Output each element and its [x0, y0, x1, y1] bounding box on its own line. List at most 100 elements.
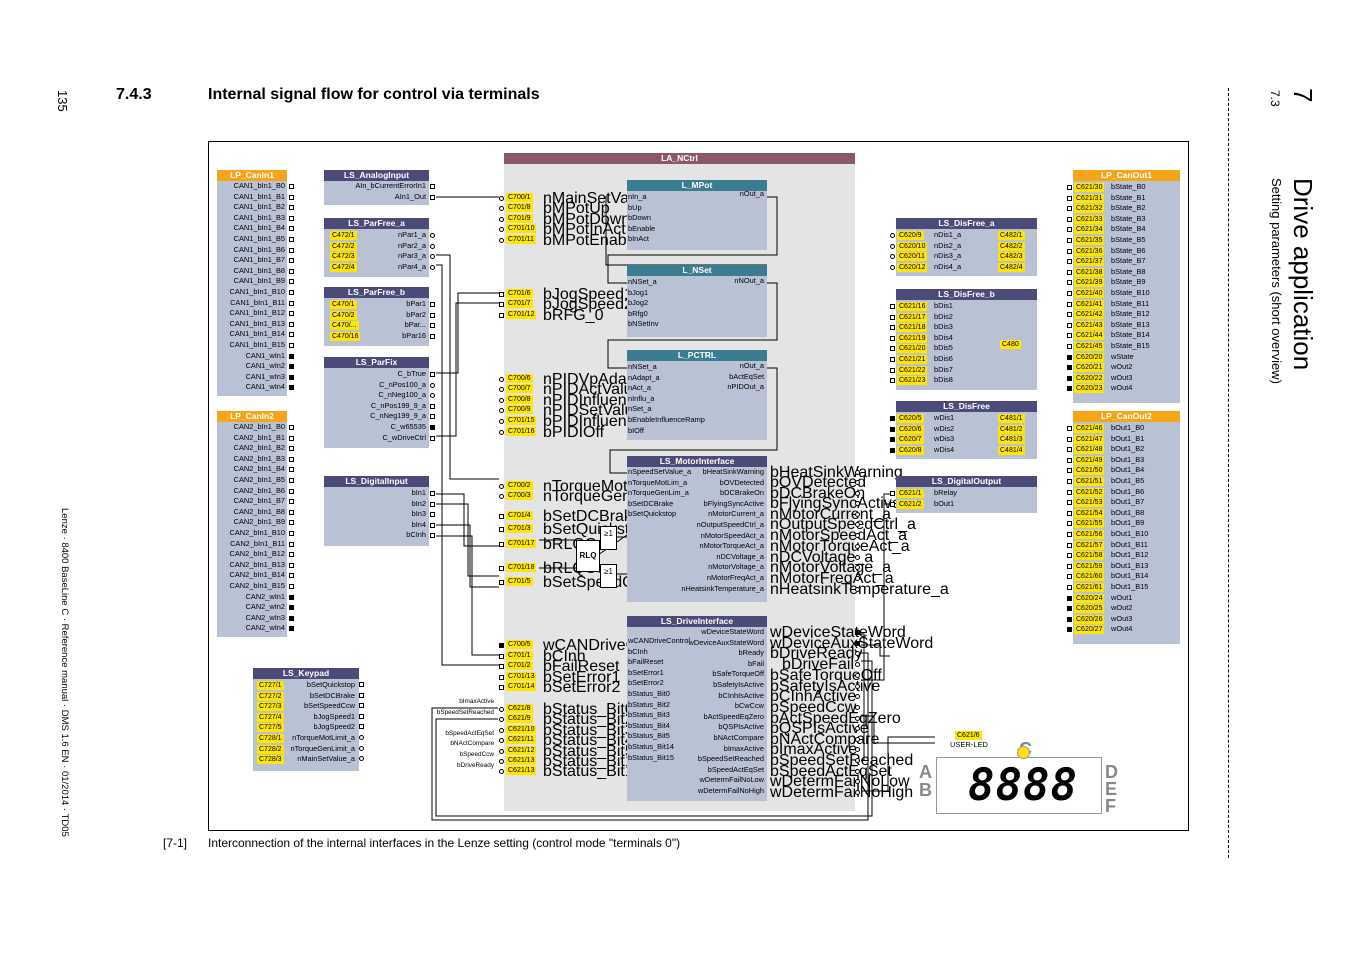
lp_canin2-row: CAN2_bIn1_B7	[233, 496, 285, 506]
ls_disfree_b-pin	[890, 325, 895, 331]
lp_canout1-code: C621/35	[1074, 236, 1105, 245]
ls-parfix-pin	[430, 435, 435, 441]
ls_disfree_b-row: bDis4	[934, 332, 953, 342]
wire-bin2	[436, 503, 499, 577]
la-input-code: C700/2	[506, 481, 533, 490]
ls_disfree_a-pin	[890, 243, 895, 249]
lp_canout2-row: bOut1_B9	[1111, 518, 1145, 528]
ls-keypad-code: C728/2	[257, 744, 284, 754]
ls_disfree_a-code: C620/9	[897, 231, 924, 240]
la-output-pin	[855, 779, 860, 784]
lp_canin2-pin	[289, 509, 294, 515]
lp_canin2-row: CAN2_bIn1_B10	[229, 528, 285, 537]
ls_parfree_b-pin	[430, 302, 435, 307]
ls_driveinterface-out: wDeviceStateWord	[701, 627, 764, 636]
ls_disfree-code: C620/5	[897, 414, 924, 423]
ls-parfix-pin	[430, 414, 435, 420]
lp_canout1-pin	[1067, 206, 1072, 212]
ls-disfree-b-title: LS_DisFree_b	[896, 289, 1037, 300]
la-input-pin	[499, 769, 504, 774]
lp_canout1-pin	[1067, 344, 1072, 349]
ls_driveinterface-out: bSafetyIsActive	[713, 680, 764, 689]
ls_driveinterface-out: bQSPIsActive	[718, 722, 764, 732]
l_pctrl-out: nOut_a	[739, 361, 764, 370]
lp_canout2-row: wOut2	[1111, 603, 1133, 613]
diagram-frame	[208, 141, 1189, 831]
ls_motorinterface-out: bHeatSinkWarning	[702, 467, 764, 476]
ls_digitaloutput-code: C621/2	[897, 499, 924, 509]
la-input-pin	[499, 196, 504, 201]
l_pctrl-in: nAdapt_a	[628, 372, 660, 382]
la-input-name: bRFG_0	[543, 307, 604, 324]
ls-analoginput-row: AIn1_Out	[394, 191, 426, 201]
lp_canin2-row: CAN2_wIn3	[245, 612, 285, 622]
la-output-pin	[855, 758, 860, 763]
lp_canin2-pin	[289, 478, 294, 483]
ls_parfree_a-code: C472/4	[330, 262, 357, 272]
lp_canout1-row: bState_B2	[1111, 203, 1146, 213]
ls_motorinterface-in: nTorqueMotLim_a	[628, 477, 688, 487]
lp_canin2-pin	[289, 541, 294, 547]
la-input-pin	[499, 494, 504, 499]
l_pctrl-out: nPIDOut_a	[727, 382, 764, 392]
lp_canin1-row: CAN1_bIn1_B6	[233, 244, 285, 254]
la-output-bottom: wDetermFailNoHigh	[770, 784, 914, 801]
la-input-pin	[499, 759, 504, 764]
lp_canin2-row: CAN2_bIn1_B5	[233, 475, 285, 484]
la-input-code: C700/9	[506, 405, 533, 414]
ls_parfree_b-code: C470/1	[330, 300, 357, 309]
ls_parfree_b-row: bPar1	[406, 299, 426, 308]
ls_parfree_a-row: nPar4_a	[398, 261, 426, 271]
lp_canin1-pin	[289, 184, 294, 189]
la-input-name: bStatus_Bit15	[543, 763, 643, 780]
lp_canout1-pin	[1067, 238, 1072, 243]
la-feedback-label: bNActCompare	[450, 740, 494, 747]
ls-keypad-title: LS_Keypad	[253, 668, 359, 679]
ls-keypad-pin	[359, 756, 364, 762]
ls_driveinterface-out: bCInhIsActive	[718, 690, 764, 700]
lp_canin1-row: CAN1_bIn1_B5	[233, 234, 285, 243]
lp_canin1-row: CAN1_bIn1_B7	[233, 255, 285, 265]
ls-keypad-pin	[359, 745, 364, 751]
lp-canin1-title: LP_CanIn1	[217, 170, 287, 181]
ls_disfree_a-code: C620/12	[897, 262, 928, 272]
ls_disfree-code: C620/8	[897, 445, 924, 455]
lp_canin1-pin	[289, 279, 294, 285]
l_mpot-in: bUp	[628, 202, 642, 212]
la-input-name: bStatus_Bit5	[543, 743, 634, 760]
ls_parfree_b-pin	[430, 323, 435, 329]
ls-keypad-code: C727/2	[257, 691, 284, 701]
ls_disfree-row: wDis1	[934, 413, 955, 422]
la-input-name: bMPotUp	[543, 200, 610, 217]
lp_canin2-pin	[289, 605, 294, 611]
la-input-name: bStatus_Bit0	[543, 701, 634, 718]
ls_driveinterface-in: bStatus_Bit14	[628, 742, 675, 751]
ls_disfree_a-pin	[890, 233, 895, 238]
ls_disfree_a-out: C482/2	[998, 241, 1025, 251]
lp_canout1-code: C621/45	[1074, 342, 1105, 351]
lp_canin2-pin	[289, 520, 294, 526]
lp_canout1-code: C621/42	[1074, 310, 1105, 320]
la-input-pin	[499, 302, 504, 307]
ls_driveinterface-out: bCwCcw	[734, 701, 764, 711]
la-output-pin	[855, 737, 860, 742]
ls-digitalinput-pin	[430, 491, 435, 496]
ls_driveinterface-out: bNActCompare	[713, 733, 764, 742]
la-input-pin	[499, 580, 504, 585]
figure-number: [7-1]	[163, 836, 188, 850]
ls_disfree_a-out: C482/3	[998, 252, 1025, 262]
ls-digitalinput-row: bIn4	[411, 519, 426, 529]
ls-digitalinput-pin	[430, 512, 435, 518]
ls_disfree_b-code: C621/18	[897, 323, 928, 333]
lp_canout1-row: bState_B10	[1111, 288, 1150, 297]
la-input-code: C701/12	[506, 310, 537, 319]
ls_disfree_b-code: C621/21	[897, 355, 928, 364]
la-input-code: C621/13	[506, 756, 537, 765]
la-output-pin	[855, 641, 860, 646]
